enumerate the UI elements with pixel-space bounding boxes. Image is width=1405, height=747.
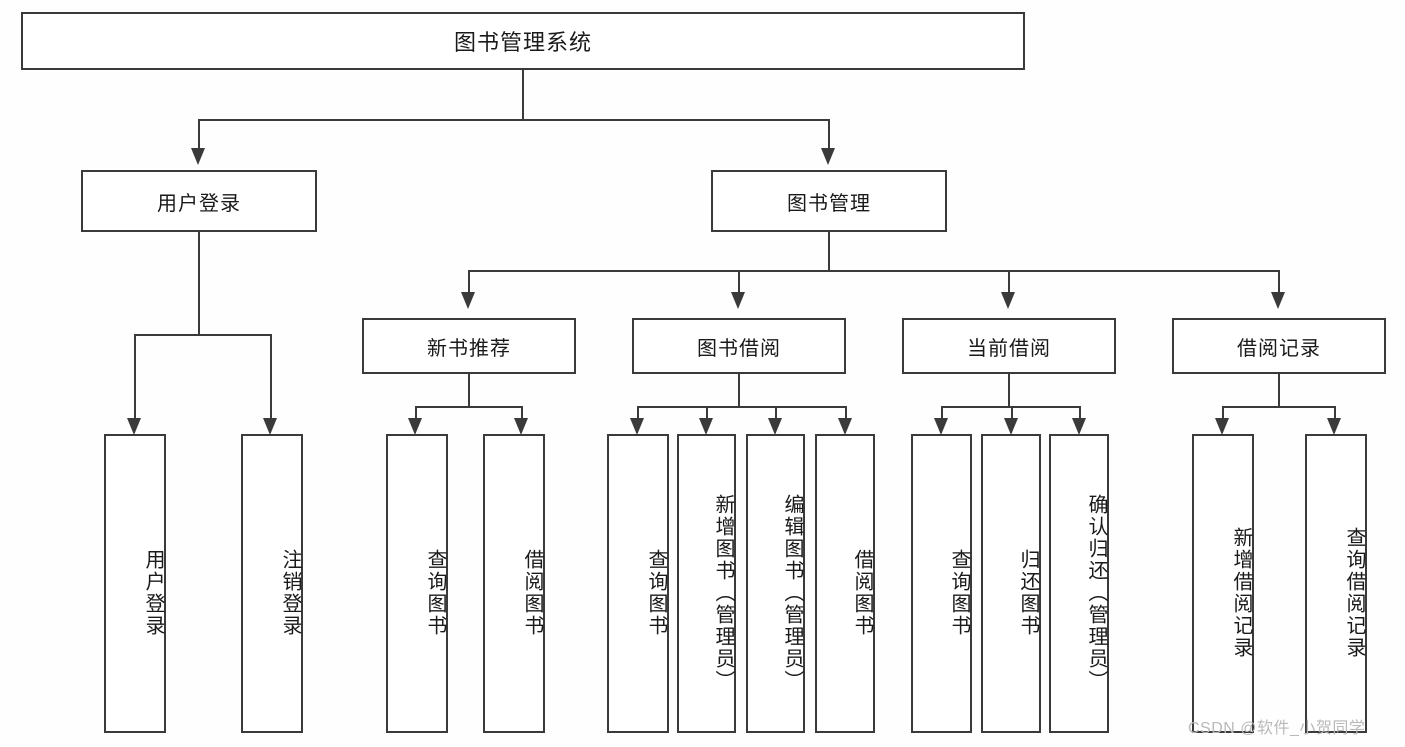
connector-user-login-to-leaf-2 [270, 334, 273, 420]
connector-current-borrow-trunk [1008, 374, 1011, 408]
leaf-query-book-2[interactable]: 查询图书 [607, 434, 669, 733]
connector-book-management-trunk [828, 232, 831, 272]
node-label: 查询图书 [948, 548, 970, 637]
arrow-bb-leaf-2 [699, 418, 713, 435]
connector-nbr-leaf-2 [521, 406, 524, 420]
connector-user-login-to-leaf-1 [134, 334, 137, 420]
arrow-root-to-user-login [191, 148, 205, 165]
connector-cb-leaf-1 [941, 406, 944, 420]
leaf-borrow-book-2[interactable]: 借阅图书 [815, 434, 875, 733]
arrow-cb-leaf-2 [1004, 418, 1018, 435]
connector-new-book-recommend-trunk [468, 374, 471, 408]
node-label: 借阅图书 [851, 548, 873, 637]
arrow-cb-leaf-3 [1072, 418, 1086, 435]
connector-cb-leaf-3 [1079, 406, 1082, 420]
leaf-query-book-3[interactable]: 查询图书 [911, 434, 972, 733]
connector-bb-leaf-3 [775, 406, 778, 420]
arrow-bb-leaf-4 [838, 418, 852, 435]
arrow-to-borrow-record [1271, 292, 1285, 309]
leaf-user-login[interactable]: 用户登录 [104, 434, 166, 733]
node-label: 图书借阅 [697, 337, 781, 360]
node-label: 借阅图书 [521, 548, 543, 637]
node-label: 注销登录 [279, 548, 301, 637]
arrow-to-current-borrow [1001, 292, 1015, 309]
leaf-borrow-book-1[interactable]: 借阅图书 [483, 434, 545, 733]
leaf-return-book[interactable]: 归还图书 [981, 434, 1041, 733]
connector-to-new-book-recommend [468, 270, 471, 294]
arrow-to-book-borrow [731, 292, 745, 309]
node-label: 查询图书 [424, 548, 446, 637]
node-label: 查询图书 [645, 548, 667, 637]
connector-root-bus [198, 119, 830, 122]
leaf-edit-book[interactable]: 编辑图书（管理员） [746, 434, 805, 733]
connector-root-to-user-login [198, 119, 201, 150]
connector-book-borrow-trunk [738, 374, 741, 408]
connector-to-borrow-record [1278, 270, 1281, 294]
arrow-user-login-to-leaf-1 [127, 418, 141, 435]
connector-borrow-record-trunk [1278, 374, 1281, 408]
node-root-book-management-system[interactable]: 图书管理系统 [21, 12, 1025, 70]
connector-new-book-recommend-bus [415, 406, 523, 409]
connector-borrow-record-bus [1222, 406, 1336, 409]
node-label: 新增借阅记录 [1230, 526, 1252, 659]
connector-book-borrow-bus [637, 406, 847, 409]
arrow-root-to-book-management [821, 148, 835, 165]
connector-to-book-borrow [738, 270, 741, 294]
leaf-user-logout[interactable]: 注销登录 [241, 434, 303, 733]
connector-br-leaf-1 [1222, 406, 1225, 420]
node-book-borrow[interactable]: 图书借阅 [632, 318, 846, 374]
node-borrow-record[interactable]: 借阅记录 [1172, 318, 1386, 374]
node-label: 当前借阅 [967, 337, 1051, 360]
node-user-login[interactable]: 用户登录 [81, 170, 317, 232]
node-label: 查询借阅记录 [1343, 526, 1365, 659]
node-label: 用户登录 [142, 548, 164, 637]
arrow-nbr-leaf-1 [408, 418, 422, 435]
arrow-bb-leaf-3 [768, 418, 782, 435]
connector-bb-leaf-1 [637, 406, 640, 420]
connector-root-trunk [522, 70, 525, 120]
connector-bb-leaf-4 [845, 406, 848, 420]
connector-user-login-bus [134, 334, 272, 337]
connector-root-to-book-management [828, 119, 831, 150]
node-label: 图书管理 [787, 192, 871, 215]
node-label: 新书推荐 [427, 337, 511, 360]
connector-book-management-bus [468, 270, 1280, 273]
arrow-cb-leaf-1 [934, 418, 948, 435]
arrow-br-leaf-1 [1215, 418, 1229, 435]
node-label: 新增图书（管理员） [712, 493, 734, 692]
leaf-confirm-return[interactable]: 确认归还（管理员） [1049, 434, 1109, 733]
connector-bb-leaf-2 [706, 406, 709, 420]
connector-cb-leaf-2 [1011, 406, 1014, 420]
node-label: 确认归还（管理员） [1085, 493, 1107, 692]
connector-user-login-trunk [198, 232, 201, 336]
arrow-to-new-book-recommend [461, 292, 475, 309]
leaf-query-book-1[interactable]: 查询图书 [386, 434, 448, 733]
leaf-add-book[interactable]: 新增图书（管理员） [677, 434, 736, 733]
node-label: 归还图书 [1017, 548, 1039, 637]
arrow-nbr-leaf-2 [514, 418, 528, 435]
connector-to-current-borrow [1008, 270, 1011, 294]
node-label: 用户登录 [157, 192, 241, 215]
leaf-query-record[interactable]: 查询借阅记录 [1305, 434, 1367, 733]
arrow-br-leaf-2 [1327, 418, 1341, 435]
node-new-book-recommend[interactable]: 新书推荐 [362, 318, 576, 374]
node-current-borrow[interactable]: 当前借阅 [902, 318, 1116, 374]
leaf-add-record[interactable]: 新增借阅记录 [1192, 434, 1254, 733]
node-book-management[interactable]: 图书管理 [711, 170, 947, 232]
connector-br-leaf-2 [1334, 406, 1337, 420]
arrow-user-login-to-leaf-2 [263, 418, 277, 435]
arrow-bb-leaf-1 [630, 418, 644, 435]
node-label: 编辑图书（管理员） [781, 493, 803, 692]
connector-nbr-leaf-1 [415, 406, 418, 420]
node-label: 图书管理系统 [453, 30, 592, 55]
node-label: 借阅记录 [1237, 337, 1321, 360]
